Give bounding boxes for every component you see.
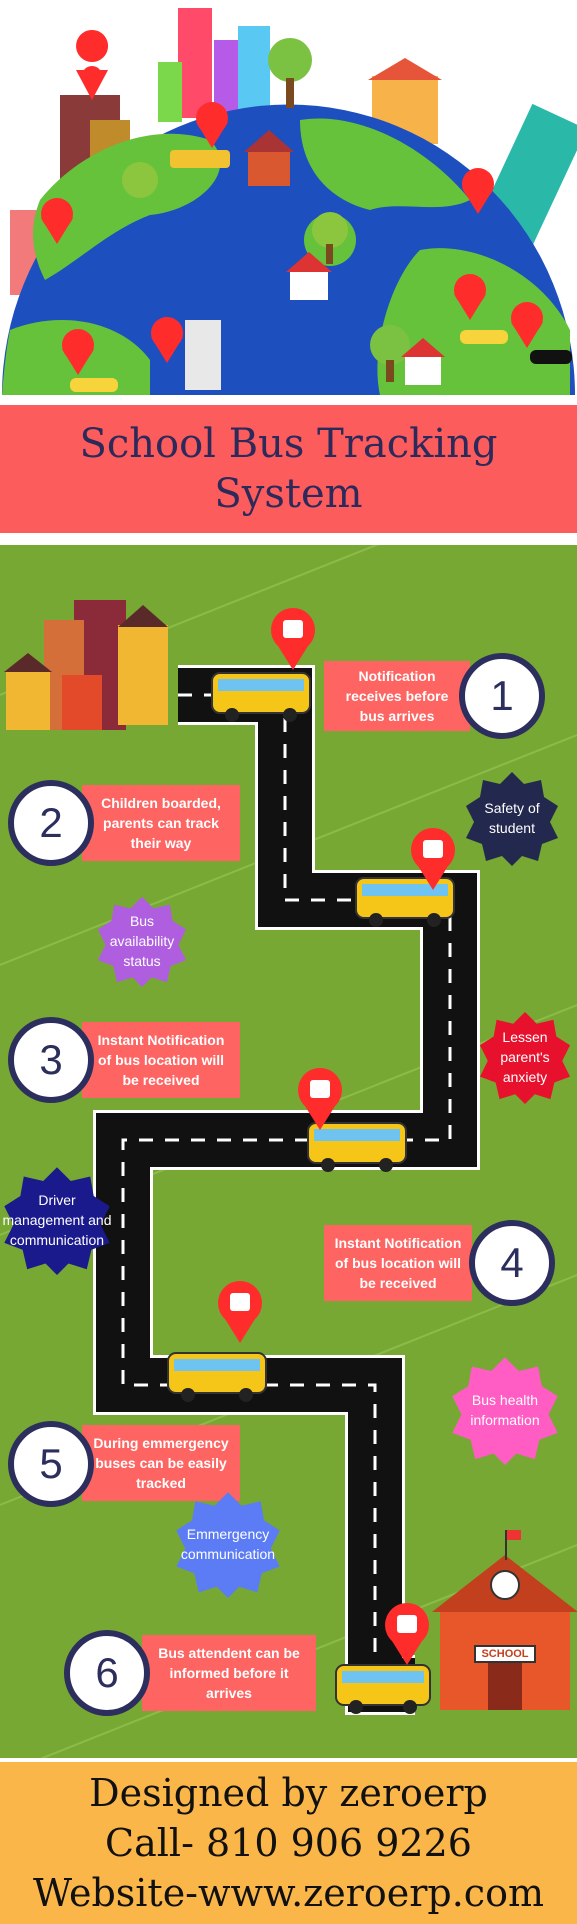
- badge-bus-health: Bus health information: [450, 1355, 560, 1465]
- road-route-graphic: [0, 545, 577, 1758]
- step-2-label: Children boarded, parents can track thei…: [82, 785, 240, 861]
- badge-safety-of-student: Safety of student: [464, 770, 560, 866]
- step-2-number: 2: [8, 780, 94, 866]
- badge-driver-management: Driver management and communication: [2, 1165, 112, 1275]
- step-1-number: 1: [459, 653, 545, 739]
- badge-bus-availability: Bus availability status: [96, 895, 188, 987]
- step-4-label: Instant Notification of bus location wil…: [324, 1225, 472, 1301]
- footer-contact: Designed by zeroerp Call- 810 906 9226 W…: [0, 1762, 577, 1924]
- globe-illustration: [0, 0, 577, 396]
- title-banner: School Bus Tracking System: [0, 405, 577, 533]
- bus-icons: [167, 672, 455, 1714]
- city-buildings: [4, 600, 168, 730]
- road: [93, 665, 480, 1715]
- step-5-label: During emmergency buses can be easily tr…: [82, 1425, 240, 1501]
- step-3-label: Instant Notification of bus location wil…: [82, 1022, 240, 1098]
- phone-text: Call- 810 906 9226: [105, 1821, 472, 1865]
- step-1-label: Notification receives before bus arrives: [324, 661, 470, 731]
- car-icons: [70, 150, 572, 392]
- tree-icons: [122, 38, 410, 382]
- globe-city-graphic: [2, 8, 577, 396]
- step-6-label: Bus attendent can be informed before it …: [142, 1635, 316, 1711]
- route-map: Notification receives before bus arrives…: [0, 545, 577, 1758]
- school-building: [432, 1530, 577, 1710]
- badge-emergency-communication: Emmergency communication: [174, 1490, 282, 1598]
- route-pin-icons: [218, 608, 455, 1665]
- school-sign: SCHOOL: [474, 1645, 536, 1663]
- map-pin-icons: [41, 30, 543, 375]
- globe-land: [2, 118, 570, 395]
- website-link[interactable]: Website-www.zeroerp.com: [33, 1871, 544, 1915]
- step-3-number: 3: [8, 1017, 94, 1103]
- step-4-number: 4: [469, 1220, 555, 1306]
- step-5-number: 5: [8, 1421, 94, 1507]
- badge-lessen-anxiety: Lessen parent's anxiety: [478, 1010, 572, 1104]
- page-title-line-2: System: [214, 471, 363, 517]
- designed-by-text: Designed by zeroerp: [89, 1771, 488, 1815]
- step-6-number: 6: [64, 1630, 150, 1716]
- page-title-line-1: School Bus Tracking: [79, 421, 498, 467]
- house-icons: [185, 130, 445, 390]
